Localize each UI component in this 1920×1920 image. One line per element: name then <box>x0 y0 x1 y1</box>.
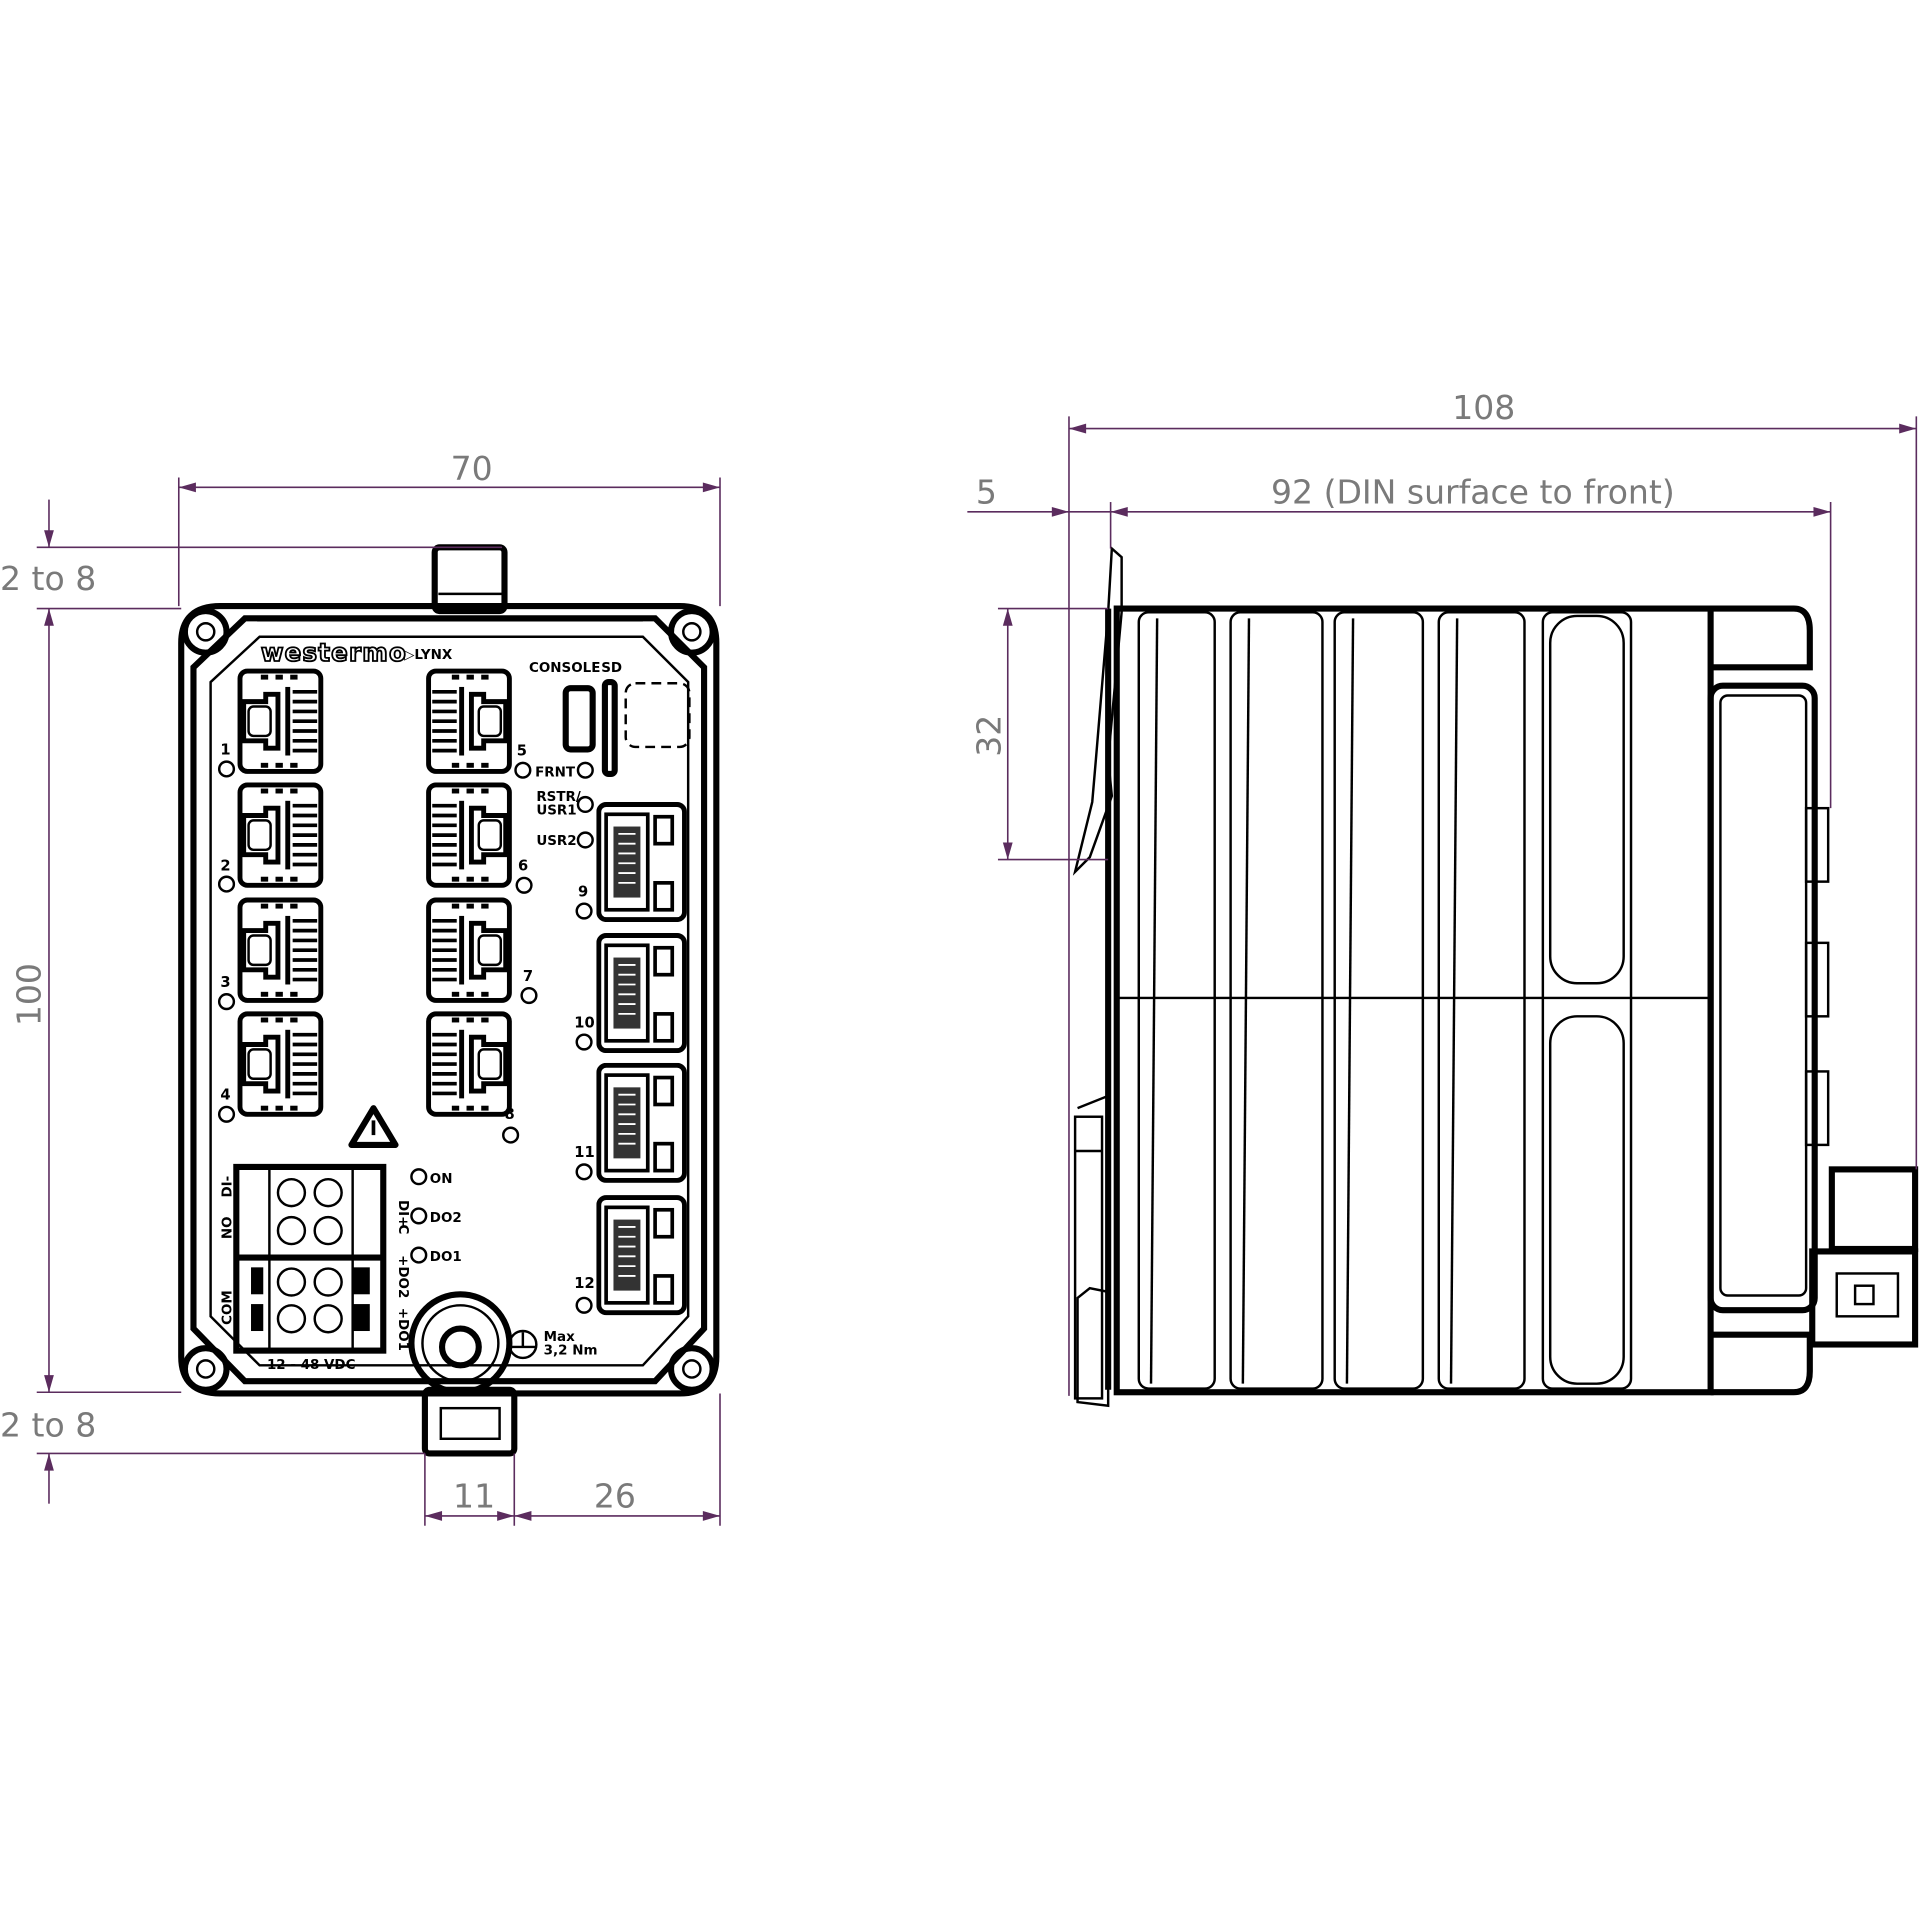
sfp-port-11[interactable] <box>599 1065 685 1180</box>
side-dimensions: 108 5 92 (DIN surface to front) 32 <box>967 388 1918 1396</box>
di-plus-label: DI+ <box>395 1200 410 1227</box>
ethernet-port-7[interactable] <box>429 900 510 1000</box>
din-rail-clip <box>1072 546 1123 876</box>
dim-bottom-clearance: 2 to 8 <box>0 1405 96 1444</box>
side-terminal-connectors <box>1809 1166 1919 1348</box>
ethernet-port-6[interactable] <box>429 785 510 885</box>
led-do1 <box>410 1246 428 1264</box>
front-view: westermo ▷LYNX CONSOLE SD <box>178 544 720 1457</box>
led-port-3 <box>217 993 236 1011</box>
usr1-label: USR1 <box>536 803 576 818</box>
led-port-7 <box>520 986 538 1005</box>
rstr-label: RSTR/ <box>536 790 581 805</box>
no-label: NO <box>220 1216 235 1239</box>
dim-rail-offset-5: 5 <box>976 472 997 511</box>
dim-rail-height-32: 32 <box>969 715 1008 757</box>
dim-din-depth-92: 92 (DIN surface to front) <box>1271 472 1675 511</box>
on-label: ON <box>430 1172 453 1187</box>
ethernet-port-1[interactable] <box>240 671 321 771</box>
ethernet-port-8[interactable] <box>429 1014 510 1114</box>
led-rstr-usr1 <box>576 795 594 814</box>
dim-top-clearance: 2 to 8 <box>0 559 96 598</box>
front-dimensions: 70 2 to 8 100 2 to 8 11 26 <box>0 449 721 1526</box>
sfp-port-9[interactable] <box>599 804 685 919</box>
port-number: 8 <box>504 1106 514 1123</box>
led-port-5 <box>514 761 532 779</box>
side-housing <box>1113 605 1714 1396</box>
bottom-din-clip <box>421 1386 518 1457</box>
corner-screw-icon <box>667 607 716 656</box>
sd-label: SD <box>601 661 622 676</box>
led-port-10 <box>575 1033 593 1051</box>
port-number: 12 <box>574 1275 594 1292</box>
led-do2 <box>410 1207 428 1225</box>
frnt-label: FRNT <box>535 765 576 780</box>
ethernet-port-2[interactable] <box>240 785 321 885</box>
brand-logo: westermo <box>261 638 407 667</box>
ground-screw-icon <box>408 1291 513 1396</box>
warning-icon <box>348 1105 399 1148</box>
c-label: C <box>395 1224 410 1234</box>
port-number: 5 <box>517 743 527 760</box>
port-number: 10 <box>574 1014 594 1031</box>
power-io-terminal-block[interactable] <box>233 1163 387 1354</box>
ethernet-port-5[interactable] <box>429 671 510 771</box>
do1-label: DO1 <box>430 1250 462 1265</box>
led-port-6 <box>515 876 533 894</box>
dim-height-100: 100 <box>9 963 48 1026</box>
dim-width-70: 70 <box>451 449 493 488</box>
led-on <box>410 1168 428 1186</box>
product-logo: ▷LYNX <box>404 648 453 663</box>
console-label: CONSOLE <box>529 661 600 676</box>
top-din-clip <box>431 544 508 615</box>
port-number: 3 <box>220 974 230 991</box>
port-number: 2 <box>220 858 230 875</box>
corner-screw-icon <box>181 1345 230 1393</box>
ethernet-port-3[interactable] <box>240 900 321 1000</box>
sfp-port-12[interactable] <box>599 1198 685 1313</box>
corner-screw-icon <box>181 607 230 656</box>
led-port-2 <box>217 875 236 893</box>
dim-depth-108: 108 <box>1452 388 1515 427</box>
power-rating-label: 12 - 48 VDC <box>267 1358 356 1373</box>
led-frnt <box>576 761 594 779</box>
port-number: 6 <box>518 858 528 875</box>
corner-screw-icon <box>667 1345 716 1393</box>
label-area <box>624 682 691 749</box>
di-minus-label: DI- <box>220 1176 235 1198</box>
ethernet-port-4[interactable] <box>240 1014 321 1114</box>
port-number: 7 <box>523 968 533 985</box>
side-view <box>1072 546 1919 1408</box>
port-number: 11 <box>574 1144 594 1161</box>
sd-card-slot[interactable] <box>601 678 618 777</box>
port-number: 9 <box>578 883 588 900</box>
torque-value-label: 3,2 Nm <box>544 1343 598 1358</box>
console-usb-port[interactable] <box>562 685 596 753</box>
led-port-8 <box>502 1126 520 1144</box>
port-number: 1 <box>220 741 230 758</box>
usr2-label: USR2 <box>536 834 576 849</box>
earth-ground-icon <box>508 1329 538 1360</box>
cooling-fins <box>1137 611 1633 1390</box>
led-port-9 <box>575 902 593 920</box>
sfp-port-10[interactable] <box>599 936 685 1051</box>
do2-label: DO2 <box>430 1211 462 1226</box>
dim-clip-width-11: 11 <box>453 1476 495 1515</box>
com-label: COM <box>220 1290 235 1325</box>
led-port-1 <box>217 760 236 778</box>
port-number: 4 <box>220 1087 230 1104</box>
led-port-12 <box>575 1296 593 1314</box>
led-port-4 <box>217 1105 236 1123</box>
torque-max-label: Max <box>544 1330 575 1345</box>
dim-clip-offset-26: 26 <box>594 1476 636 1515</box>
led-usr2 <box>576 831 594 849</box>
plus-do1-label: +DO1 <box>395 1308 410 1351</box>
plus-do2-label: +DO2 <box>395 1255 410 1298</box>
led-port-11 <box>575 1163 593 1181</box>
